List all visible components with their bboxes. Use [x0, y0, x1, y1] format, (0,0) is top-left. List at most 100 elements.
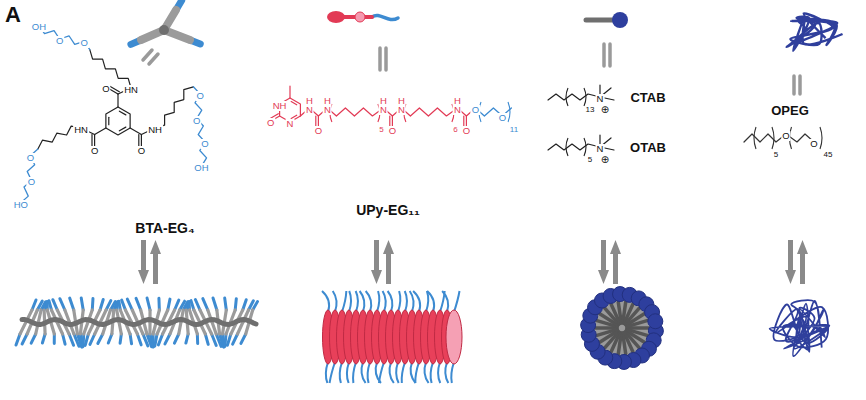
fiber-tip	[165, 334, 170, 344]
atom-label: NH	[272, 96, 288, 112]
fiber-tip	[205, 334, 208, 344]
stack-strand	[366, 291, 372, 312]
atom-label: N	[286, 114, 295, 130]
equals-sign	[149, 54, 158, 64]
fiber-tip	[70, 298, 74, 310]
ring-double-bond	[119, 111, 125, 115]
bond-line	[289, 86, 290, 98]
atom-label: N	[305, 105, 314, 115]
stack-strand	[396, 362, 399, 383]
fiber-tip	[150, 334, 153, 347]
equilibrium-arrow	[150, 240, 161, 284]
fiber-arm	[212, 322, 216, 334]
fiber-tip	[16, 334, 20, 345]
equilibrium-arrows	[138, 240, 808, 284]
atom-label: HO	[13, 200, 29, 210]
fiber-tip	[69, 334, 73, 345]
atom-label: OH	[193, 158, 209, 174]
atom-label: O	[192, 111, 201, 127]
equals-sign	[143, 50, 152, 60]
charge-symbol: ⊕	[600, 150, 610, 166]
atom-label: O	[498, 108, 507, 124]
fiber-arm	[194, 310, 200, 322]
stack-strand	[405, 291, 407, 312]
stack-strand	[340, 362, 342, 383]
cartoon-tail	[586, 18, 612, 23]
atom-label: OH	[193, 163, 209, 173]
atom-label: OH	[31, 22, 47, 32]
stack-strand	[390, 362, 394, 383]
surfactant-cartoon	[586, 12, 628, 66]
subscript: 5	[378, 119, 384, 135]
atom-label: HN	[73, 125, 89, 135]
atom-label: N	[286, 119, 295, 129]
atom-label: N	[397, 105, 406, 115]
stack-strand	[330, 362, 335, 383]
atom-label: O	[101, 79, 110, 95]
fiber-arm	[38, 310, 41, 322]
bta-cartoon	[131, 1, 200, 64]
ring-double-bond	[291, 102, 297, 105]
alkyl-chain	[155, 87, 193, 128]
stack-strand	[424, 362, 428, 383]
fiber-tip	[213, 298, 217, 310]
atom-label: O	[462, 121, 471, 137]
ethylene-glycol-chain	[21, 149, 38, 203]
fiber-tip	[90, 334, 95, 344]
fiber-tip	[60, 299, 65, 310]
fiber-tip	[243, 300, 247, 310]
fiber-arm	[80, 322, 81, 334]
stack-strand	[353, 362, 356, 383]
stack-strand	[360, 291, 365, 312]
fiber-tip	[53, 300, 57, 310]
stack-strand	[388, 291, 393, 312]
alkyl-chain	[548, 144, 600, 150]
atom-label: H	[453, 96, 462, 106]
stack-strand	[368, 362, 370, 383]
fiber-tip	[136, 298, 141, 310]
atom-label: NH	[147, 120, 163, 136]
fiber-tip	[22, 334, 27, 344]
equilibrium-arrow	[371, 240, 382, 284]
equilibrium-arrow	[598, 240, 609, 284]
bta-structure	[21, 25, 207, 202]
micelle-head	[648, 314, 663, 329]
fiber-tip	[155, 334, 157, 346]
fiber-arm	[246, 322, 249, 334]
fiber-arm	[224, 310, 226, 322]
atom-label: O	[90, 146, 99, 156]
stack-strand	[342, 291, 346, 312]
atom-label: O	[80, 38, 89, 48]
stack-strand	[426, 291, 428, 312]
stack-strand	[349, 291, 351, 312]
equals-sign	[378, 48, 382, 70]
atom-label: O	[471, 105, 480, 115]
upy-structure	[269, 86, 511, 129]
fiber-arm	[51, 322, 55, 334]
upy-stack	[322, 291, 462, 383]
fiber-arm	[206, 322, 212, 334]
bracket	[772, 127, 774, 149]
fiber-tip	[127, 299, 132, 310]
polymer-coil	[787, 13, 843, 50]
bond-line	[95, 128, 106, 135]
stack-strand	[356, 291, 358, 312]
fiber-arm	[144, 322, 147, 334]
micelle-tail	[618, 301, 621, 323]
stack-strand	[377, 291, 379, 312]
charge-symbol: ⊕	[600, 155, 610, 166]
atom-label: O	[266, 113, 275, 129]
stack-strand	[383, 291, 386, 312]
fiber-tip	[137, 334, 141, 345]
equilibrium-arrow	[785, 240, 796, 284]
bond-line	[130, 128, 141, 135]
atom-label: O	[55, 36, 64, 46]
atom-label: O	[471, 100, 480, 116]
atom-label: O	[200, 139, 209, 149]
stack-strand	[379, 362, 384, 383]
molecule-name: OPEG	[770, 102, 810, 118]
subscript: 5	[378, 126, 384, 134]
bracket	[566, 138, 568, 156]
stack-strand	[398, 291, 400, 312]
